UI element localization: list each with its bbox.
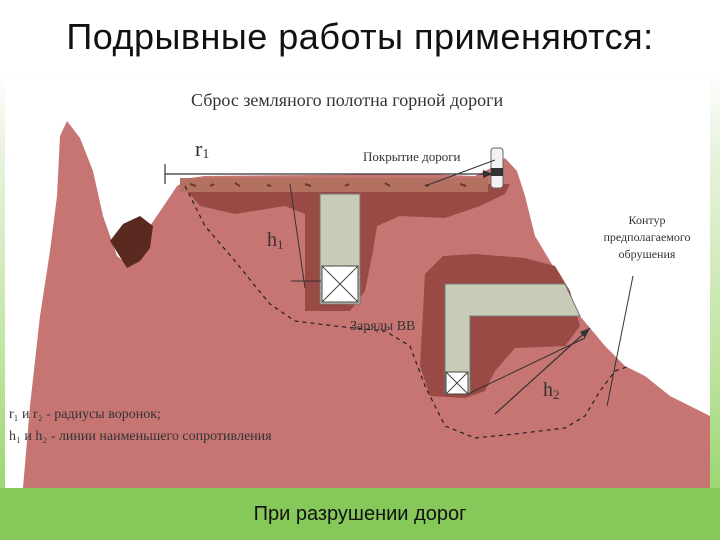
h1-label: h1 bbox=[267, 229, 284, 252]
slide-title: Подрывные работы применяются: bbox=[66, 16, 654, 57]
road-cover-label: Покрытие дороги bbox=[363, 149, 461, 164]
charges-label: Заряды ВВ bbox=[350, 319, 415, 334]
contour-label-line1: Контур bbox=[629, 213, 666, 227]
slide-caption: При разрушении дорог bbox=[253, 503, 467, 525]
roadside-post-band bbox=[491, 168, 503, 176]
gallery-2 bbox=[444, 283, 581, 395]
charge-2-cross bbox=[445, 371, 469, 395]
r1-arrow bbox=[483, 170, 493, 178]
h2-line-2 bbox=[494, 327, 591, 415]
contour-label-line3: обрушения bbox=[619, 247, 676, 261]
contour-label-line2: предполагаемого bbox=[603, 230, 690, 244]
charge-1-cross bbox=[321, 265, 359, 303]
contour-pointer bbox=[606, 275, 634, 407]
h1-line bbox=[289, 183, 306, 289]
h2-line bbox=[467, 337, 586, 395]
legend-line-2: h₁ и h₂ - линии наименьшего сопротивлени… bbox=[9, 429, 272, 444]
ground-mass bbox=[23, 121, 710, 488]
diagram-title: Сброс земляного полотна горной дороги bbox=[191, 90, 504, 110]
road-cover-pointer bbox=[424, 159, 496, 187]
caption-bar bbox=[0, 488, 720, 540]
blasting-diagram: Сброс земляного полотна горной дороги r1… bbox=[9, 90, 710, 488]
diagram-panel: Сброс земляного полотна горной дороги r1… bbox=[5, 76, 710, 488]
legend-line-1: r₁ и r₂ - радиусы воронок; bbox=[9, 407, 161, 422]
h2-label: h2 bbox=[543, 379, 560, 402]
crater bbox=[110, 216, 153, 268]
h2-arrow bbox=[580, 328, 590, 338]
road-surface bbox=[180, 178, 488, 192]
r1-label: r1 bbox=[195, 136, 209, 162]
